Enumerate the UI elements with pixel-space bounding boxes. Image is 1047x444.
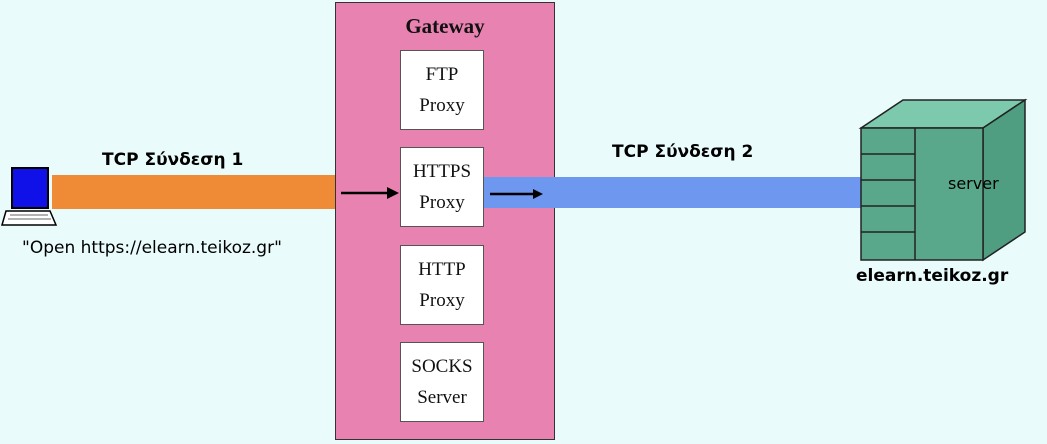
http-proxy-line1: HTTP xyxy=(418,259,466,280)
ftp-proxy-box: FTP Proxy xyxy=(400,50,484,130)
server-icon xyxy=(858,98,1028,262)
http-proxy-box: HTTP Proxy xyxy=(400,245,484,325)
client-request-caption: "Open https://elearn.teikoz.gr" xyxy=(22,238,282,258)
https-proxy-box: HTTPS Proxy xyxy=(400,147,484,227)
arrow-out-of-proxy-icon xyxy=(490,189,543,199)
http-proxy-line2: Proxy xyxy=(419,290,465,311)
socks-server-line2: Server xyxy=(417,387,467,408)
laptop-icon xyxy=(1,167,58,226)
socks-server-box: SOCKS Server xyxy=(400,342,484,422)
tcp-connection-1-label: TCP Σύνδεση 1 xyxy=(102,150,244,170)
server-hostname: elearn.teikoz.gr xyxy=(856,266,1009,286)
ftp-proxy-line2: Proxy xyxy=(419,95,465,116)
https-proxy-line1: HTTPS xyxy=(412,161,472,182)
https-proxy-line2: Proxy xyxy=(419,192,465,213)
ftp-proxy-line1: FTP xyxy=(425,64,459,85)
tcp-connection-2-label: TCP Σύνδεση 2 xyxy=(612,142,754,162)
arrow-into-proxy-icon xyxy=(341,187,399,199)
tcp-connection-2-bar xyxy=(482,177,862,208)
gateway-title: Gateway xyxy=(405,14,485,38)
socks-server-line1: SOCKS xyxy=(411,356,473,377)
server-label: server xyxy=(948,174,999,193)
